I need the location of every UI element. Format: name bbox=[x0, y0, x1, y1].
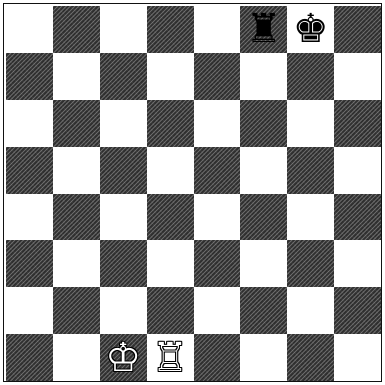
square-d8[interactable] bbox=[147, 6, 194, 53]
square-e2[interactable] bbox=[194, 287, 241, 334]
square-b7[interactable] bbox=[53, 53, 100, 100]
square-g1[interactable] bbox=[287, 334, 334, 381]
square-g7[interactable] bbox=[287, 53, 334, 100]
square-h2[interactable] bbox=[334, 287, 381, 334]
square-e4[interactable] bbox=[194, 194, 241, 241]
square-a7[interactable] bbox=[6, 53, 53, 100]
square-f4[interactable] bbox=[240, 194, 287, 241]
square-f6[interactable] bbox=[240, 100, 287, 147]
square-g3[interactable] bbox=[287, 240, 334, 287]
square-c3[interactable] bbox=[100, 240, 147, 287]
square-a3[interactable] bbox=[6, 240, 53, 287]
square-c8[interactable] bbox=[100, 6, 147, 53]
square-b1[interactable] bbox=[53, 334, 100, 381]
square-f2[interactable] bbox=[240, 287, 287, 334]
square-g6[interactable] bbox=[287, 100, 334, 147]
square-f3[interactable] bbox=[240, 240, 287, 287]
square-h4[interactable] bbox=[334, 194, 381, 241]
white-king-piece[interactable]: ♔ bbox=[105, 338, 141, 378]
square-c2[interactable] bbox=[100, 287, 147, 334]
square-a1[interactable] bbox=[6, 334, 53, 381]
square-g4[interactable] bbox=[287, 194, 334, 241]
square-a2[interactable] bbox=[6, 287, 53, 334]
square-e5[interactable] bbox=[194, 147, 241, 194]
square-a4[interactable] bbox=[6, 194, 53, 241]
square-h1[interactable] bbox=[334, 334, 381, 381]
square-c7[interactable] bbox=[100, 53, 147, 100]
square-h8[interactable] bbox=[334, 6, 381, 53]
square-a6[interactable] bbox=[6, 100, 53, 147]
square-a8[interactable] bbox=[6, 6, 53, 53]
square-h3[interactable] bbox=[334, 240, 381, 287]
square-h7[interactable] bbox=[334, 53, 381, 100]
square-e8[interactable] bbox=[194, 6, 241, 53]
square-e6[interactable] bbox=[194, 100, 241, 147]
square-c1[interactable]: ♔ bbox=[100, 334, 147, 381]
square-f5[interactable] bbox=[240, 147, 287, 194]
white-rook-piece[interactable]: ♖ bbox=[152, 338, 188, 378]
square-h6[interactable] bbox=[334, 100, 381, 147]
square-f8[interactable]: ♜ bbox=[240, 6, 287, 53]
square-b8[interactable] bbox=[53, 6, 100, 53]
square-e7[interactable] bbox=[194, 53, 241, 100]
square-d5[interactable] bbox=[147, 147, 194, 194]
square-d2[interactable] bbox=[147, 287, 194, 334]
chess-board: ♜ ♚ ♔ ♖ bbox=[6, 6, 381, 381]
square-c4[interactable] bbox=[100, 194, 147, 241]
square-a5[interactable] bbox=[6, 147, 53, 194]
square-d4[interactable] bbox=[147, 194, 194, 241]
square-g8[interactable]: ♚ bbox=[287, 6, 334, 53]
chess-board-frame: ♜ ♚ ♔ ♖ bbox=[3, 3, 382, 382]
square-f1[interactable] bbox=[240, 334, 287, 381]
square-c5[interactable] bbox=[100, 147, 147, 194]
square-b4[interactable] bbox=[53, 194, 100, 241]
square-d3[interactable] bbox=[147, 240, 194, 287]
black-rook-piece[interactable]: ♜ bbox=[246, 9, 282, 49]
square-b3[interactable] bbox=[53, 240, 100, 287]
square-c6[interactable] bbox=[100, 100, 147, 147]
square-d1[interactable]: ♖ bbox=[147, 334, 194, 381]
square-d7[interactable] bbox=[147, 53, 194, 100]
square-g2[interactable] bbox=[287, 287, 334, 334]
square-e3[interactable] bbox=[194, 240, 241, 287]
square-e1[interactable] bbox=[194, 334, 241, 381]
square-h5[interactable] bbox=[334, 147, 381, 194]
square-b6[interactable] bbox=[53, 100, 100, 147]
square-g5[interactable] bbox=[287, 147, 334, 194]
square-f7[interactable] bbox=[240, 53, 287, 100]
square-b5[interactable] bbox=[53, 147, 100, 194]
square-d6[interactable] bbox=[147, 100, 194, 147]
black-king-piece[interactable]: ♚ bbox=[293, 9, 329, 49]
square-b2[interactable] bbox=[53, 287, 100, 334]
